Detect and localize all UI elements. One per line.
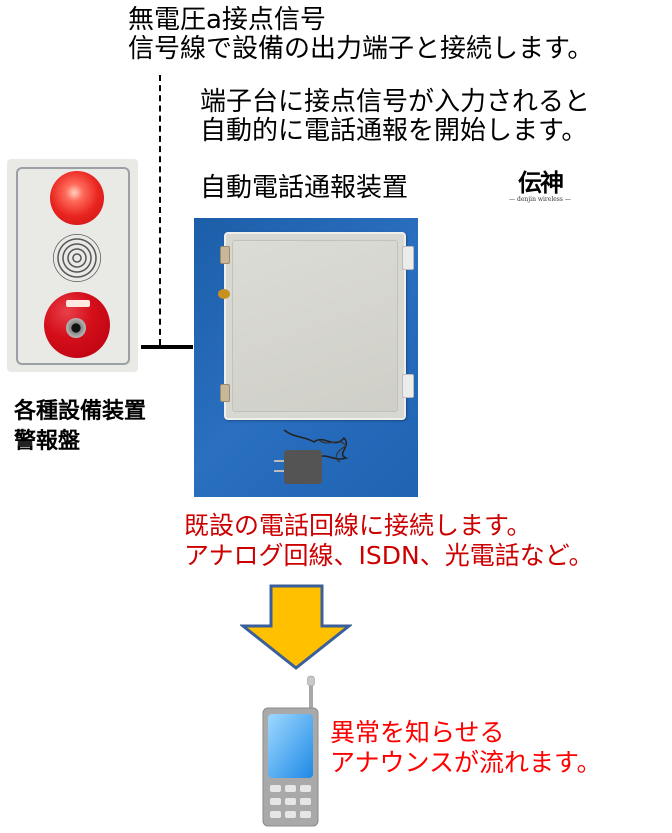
- terminal-line-2: 自動的に電話通報を開始します。: [200, 116, 588, 147]
- signal-line-dashed: [159, 75, 161, 345]
- latch-top: [220, 246, 230, 264]
- speaker-grille-icon: [53, 234, 101, 282]
- alarm-panel-label: 各種設備装置 警報盤: [14, 397, 146, 456]
- hinge-bottom: [402, 374, 414, 398]
- announce-description: 異常を知らせる アナウンスが流れます。: [330, 718, 602, 778]
- denjin-logo: 伝神 — denjin wireless —: [500, 170, 580, 210]
- terminal-line-1: 端子台に接点信号が入力されると: [200, 87, 591, 117]
- latch-bottom: [220, 384, 230, 402]
- logo-kanji: 伝神: [518, 168, 564, 197]
- enclosure-lid: [232, 240, 398, 412]
- phone-line-line-1: 既設の電話回線に接続します。: [184, 511, 532, 540]
- down-arrow-icon: [240, 584, 352, 670]
- signal-line-solid: [141, 345, 193, 349]
- logo-subtext: — denjin wireless —: [509, 196, 571, 203]
- signal-line-2: 信号線で設備の出力端子と接続します。: [128, 34, 594, 65]
- signal-description: 無電圧a接点信号 信号線で設備の出力端子と接続します。: [128, 5, 594, 65]
- alarm-button-icon: [44, 292, 110, 358]
- power-cord: [283, 429, 349, 463]
- hinge-top: [402, 246, 414, 270]
- adapter-prong: [274, 460, 284, 462]
- device-photo: [194, 218, 418, 497]
- alarm-panel-label-line-1: 各種設備装置: [14, 399, 147, 424]
- alarm-button-label-plate: [66, 300, 90, 307]
- terminal-description: 端子台に接点信号が入力されると 自動的に電話通報を開始します。: [200, 87, 591, 147]
- alarm-panel-frame: [16, 167, 130, 365]
- mobile-phone-icon: [262, 675, 319, 827]
- alarm-panel-label-line-2: 警報盤: [14, 428, 81, 454]
- key-icon: [218, 289, 230, 299]
- announce-line-1: 異常を知らせる: [330, 718, 505, 747]
- adapter-prong: [274, 470, 284, 472]
- phone-line-line-2: アナログ回線、ISDN、光電話など。: [184, 541, 594, 570]
- signal-line-1: 無電圧a接点信号: [128, 5, 326, 35]
- enclosure-box: [218, 232, 414, 420]
- ac-adapter: [274, 450, 322, 484]
- announce-line-2: アナウンスが流れます。: [330, 748, 602, 777]
- key-switch-icon: [66, 318, 86, 338]
- device-title: 自動電話通報装置: [200, 173, 409, 203]
- warning-lamp-icon: [50, 171, 104, 225]
- phone-line-description: 既設の電話回線に接続します。 アナログ回線、ISDN、光電話など。: [184, 511, 593, 571]
